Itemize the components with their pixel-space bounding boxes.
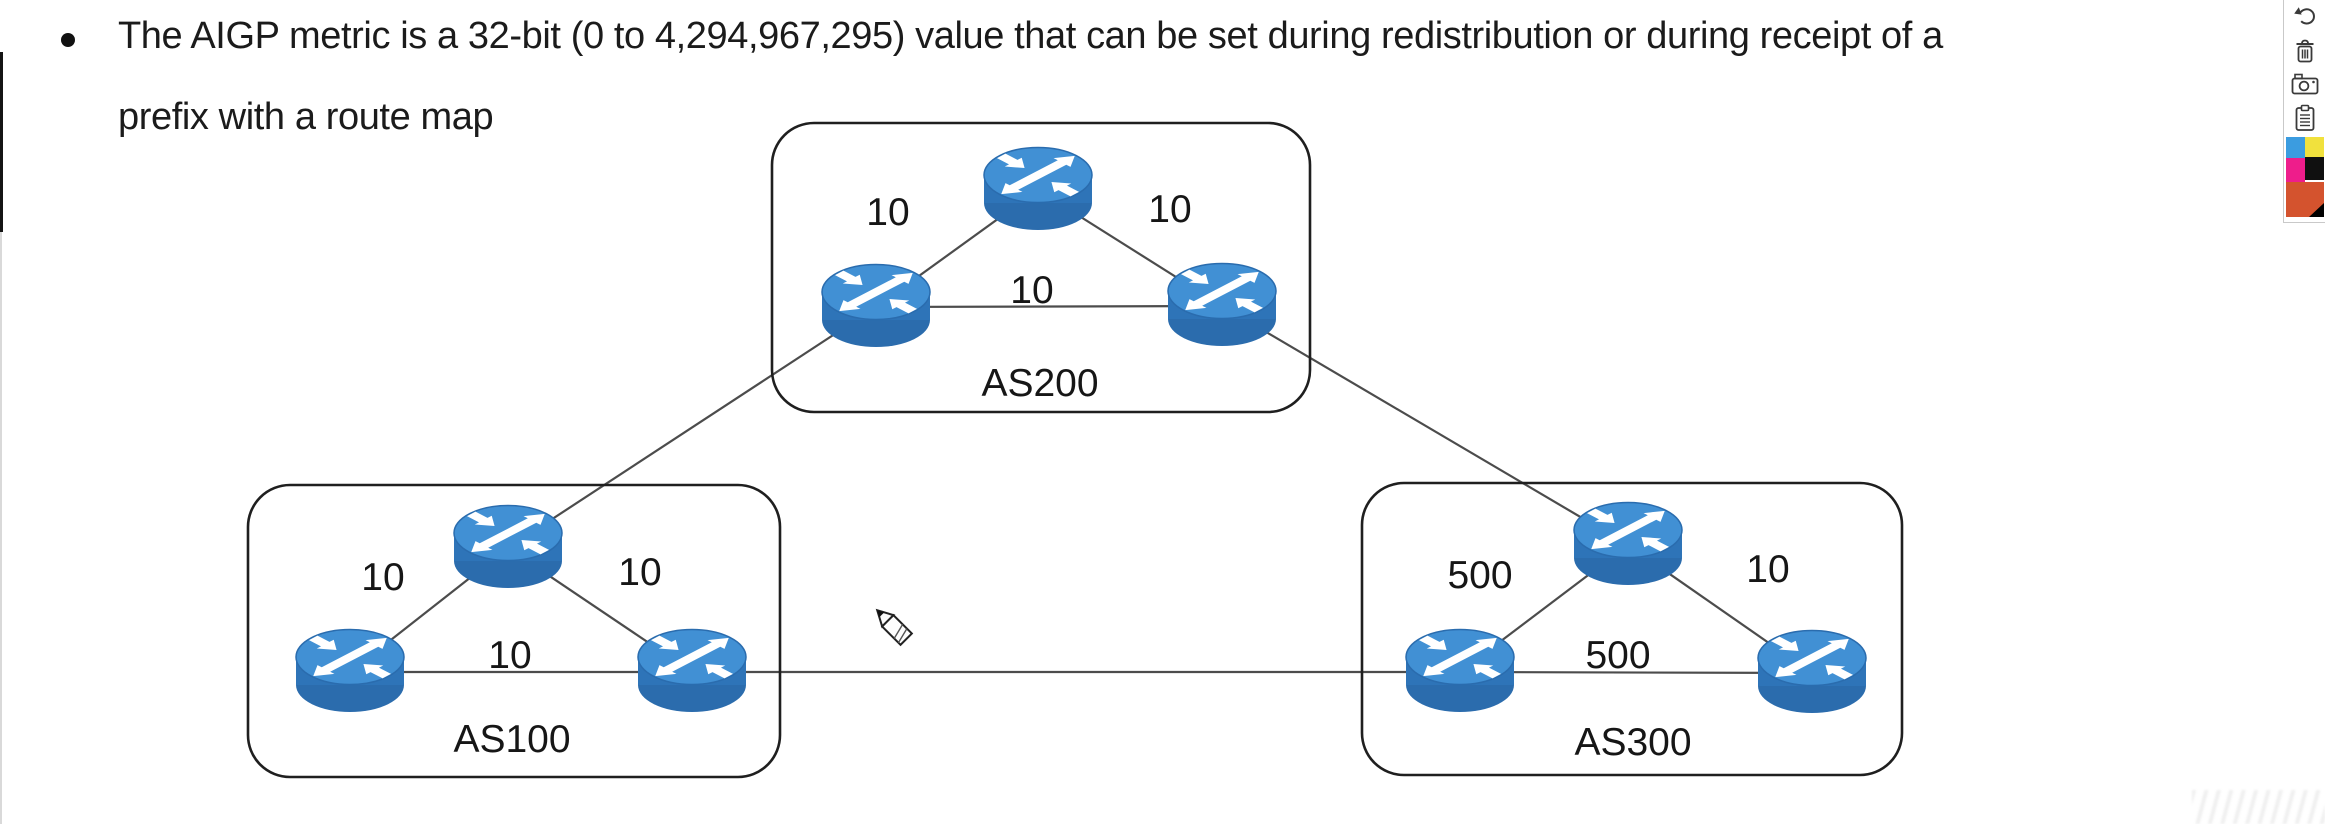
router-icon xyxy=(821,263,931,348)
undo-button[interactable] xyxy=(2288,1,2322,33)
as300-cost-bottom: 500 xyxy=(1585,634,1650,677)
pencil-cursor-icon xyxy=(875,608,914,647)
palette-blue-swatch[interactable] xyxy=(2286,137,2305,159)
clipboard-button[interactable] xyxy=(2288,102,2322,134)
trash-icon xyxy=(2296,39,2314,62)
as200-cost-bottom: 10 xyxy=(1010,269,1053,312)
as100-box xyxy=(246,483,782,779)
as-name-labels: AS100 AS200 AS300 xyxy=(453,362,1691,764)
camera-button[interactable] xyxy=(2288,68,2322,100)
link-as200-as300 xyxy=(1221,305,1629,546)
palette-corner-mark xyxy=(2309,203,2324,218)
color-palette xyxy=(2286,137,2324,222)
routers xyxy=(295,146,1867,714)
router-icon xyxy=(637,628,747,713)
watermark xyxy=(2192,790,2325,824)
delete-button[interactable] xyxy=(2288,35,2322,67)
palette-magenta-swatch[interactable] xyxy=(2286,158,2305,183)
link-as200-as100 xyxy=(507,306,877,549)
bullet-text-line1: The AIGP metric is a 32-bit (0 to 4,294,… xyxy=(118,15,1943,57)
camera-icon xyxy=(2291,73,2319,95)
palette-black-swatch[interactable] xyxy=(2305,157,2324,181)
as100-cost-left: 10 xyxy=(361,556,404,599)
clipboard-icon xyxy=(2295,104,2315,131)
as200-box xyxy=(770,121,1312,414)
as100-label: AS100 xyxy=(453,718,570,761)
router-icon xyxy=(1167,262,1277,347)
as200-cost-right: 10 xyxy=(1148,188,1191,231)
router-icon xyxy=(453,504,563,589)
as300-box xyxy=(1360,481,1904,777)
as300-cost-left: 500 xyxy=(1447,554,1512,597)
as300-label: AS300 xyxy=(1574,721,1691,764)
link-lines xyxy=(349,189,1813,675)
as100-cost-bottom: 10 xyxy=(488,634,531,677)
as200-label: AS200 xyxy=(981,362,1098,405)
screen-edge-line-light xyxy=(0,232,2,824)
bullet-text-line2: prefix with a route map xyxy=(118,96,494,138)
palette-yellow-swatch[interactable] xyxy=(2305,137,2324,158)
router-icon xyxy=(1757,629,1867,714)
router-icon xyxy=(1573,501,1683,586)
as100-cost-right: 10 xyxy=(618,551,661,594)
router-icon xyxy=(983,146,1093,231)
cost-labels: 10 10 10 10 10 10 500 10 500 xyxy=(361,188,1789,677)
screen-edge-line xyxy=(0,52,3,232)
as200-cost-left: 10 xyxy=(866,191,909,234)
undo-icon xyxy=(2294,7,2315,25)
bullet-dot xyxy=(61,33,75,47)
as300-cost-right: 10 xyxy=(1746,548,1789,591)
annotation-toolbar xyxy=(2283,0,2325,223)
as-boxes xyxy=(246,121,1904,779)
